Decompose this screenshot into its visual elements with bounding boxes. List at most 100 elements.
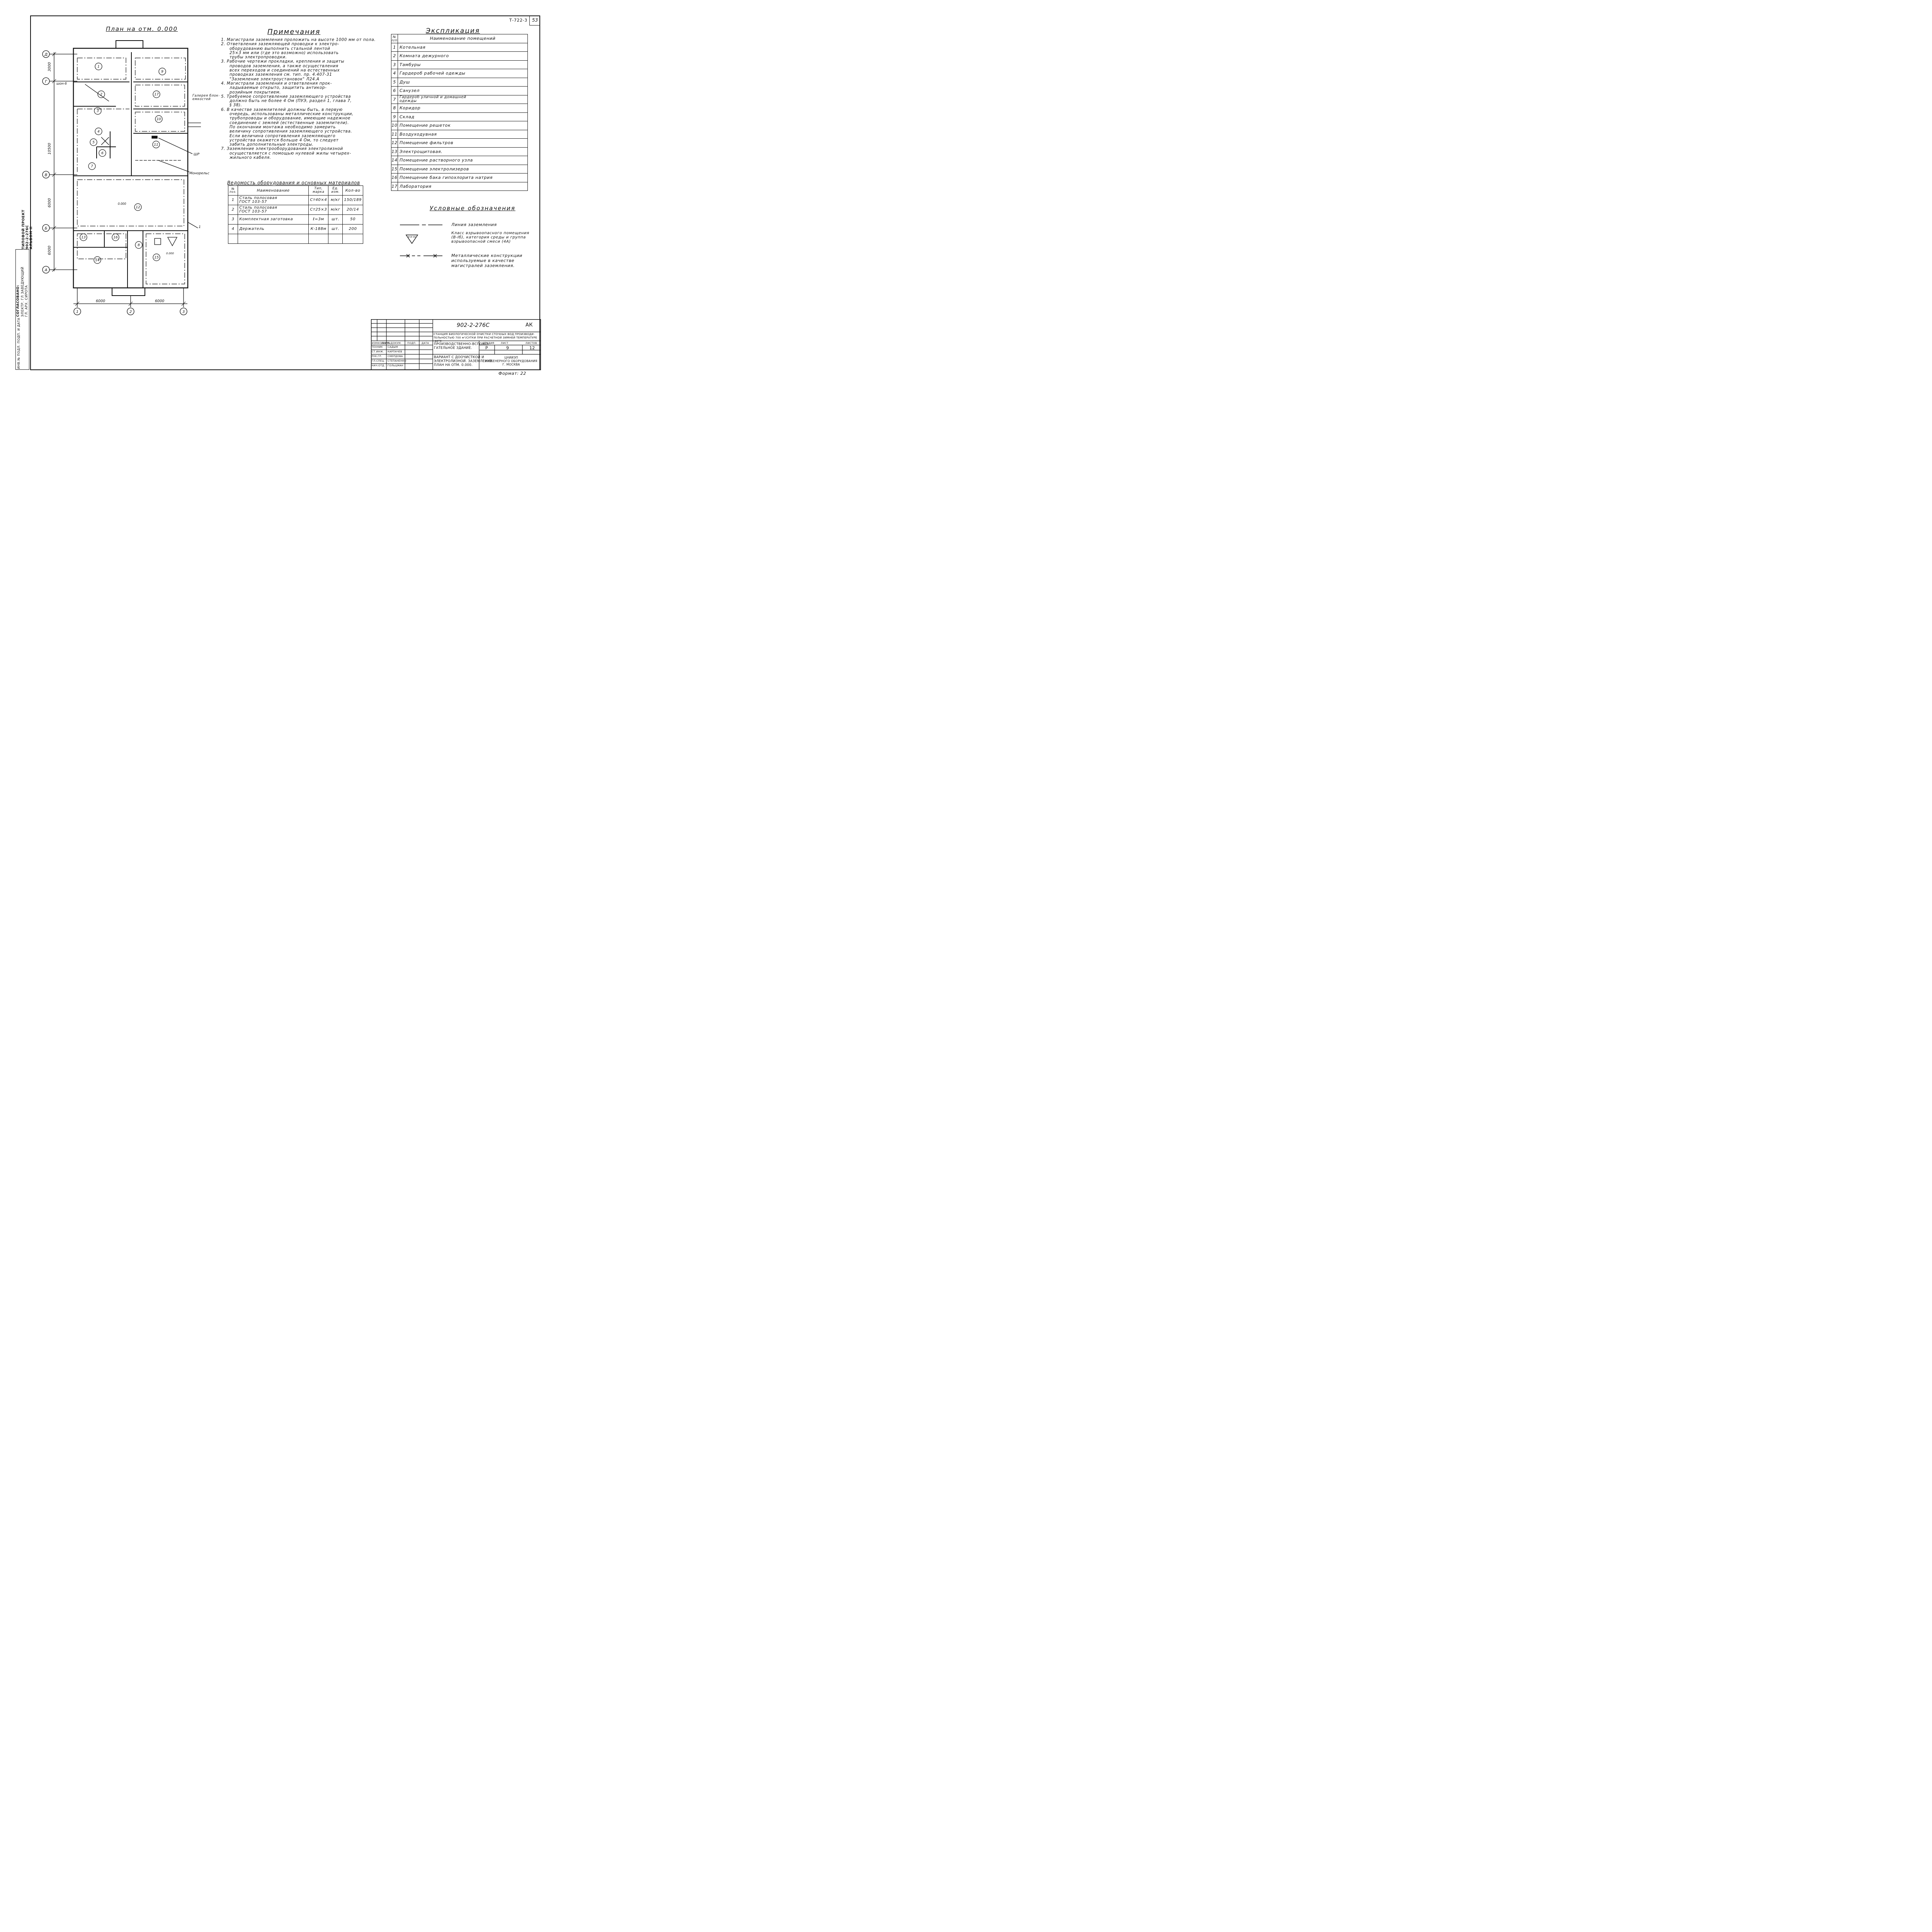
approval-line: ЭЛЕКТР. ГЛ ЗАВЕДУЮЩИЙ bbox=[21, 267, 25, 317]
explication-number: 1 bbox=[391, 43, 398, 52]
explication-number: 16 bbox=[391, 173, 398, 182]
legend-item: Металлические конструкции используемые в… bbox=[451, 253, 522, 268]
sheet-format: Формат: 22 bbox=[498, 371, 526, 376]
tb-head-label: ИЗМ. bbox=[372, 342, 379, 345]
equipment-cell: Ст40×4 bbox=[308, 195, 329, 205]
explication-room-name: Помещение фильтров bbox=[398, 138, 528, 148]
monorail-label: Монорельс bbox=[189, 172, 209, 175]
note-item: 2. Ответвления заземляющей проводки к эл… bbox=[221, 42, 339, 60]
note-item: 6. В качестве заземлителей должны быть, … bbox=[221, 107, 354, 147]
equipment-cell: м/кг bbox=[328, 205, 343, 215]
explication-number: 3 bbox=[391, 60, 398, 69]
room-number: 2 bbox=[100, 93, 102, 97]
equipment-cell bbox=[228, 234, 238, 244]
equipment-cell: 1 bbox=[228, 195, 238, 205]
elevation-mark: 0.000 bbox=[118, 202, 126, 206]
explication-room-name: Гардероб уличной и домашней одежды bbox=[398, 95, 528, 104]
equipment-cell: шт. bbox=[328, 224, 343, 234]
room-number: 1 bbox=[97, 65, 100, 69]
page-number: 53 bbox=[529, 15, 540, 26]
explication-number: 4 bbox=[391, 69, 398, 78]
table-header: № п/п bbox=[391, 34, 398, 43]
equipment-table: № поз. Наименование Тип, марка Ед. изм. … bbox=[228, 185, 363, 244]
explication-room-name: Котельная bbox=[398, 43, 528, 52]
dim-horizontal: 6000 bbox=[96, 299, 105, 303]
room-number: 5 bbox=[92, 141, 95, 145]
title-block-grid bbox=[371, 319, 541, 370]
notes-list: 1. Магистрали заземления проложить на вы… bbox=[221, 37, 388, 160]
approval-box bbox=[15, 249, 29, 370]
explication-number: 7 bbox=[391, 95, 398, 104]
approval-line: ГЛ. АРХ. СИРОТА bbox=[25, 285, 29, 317]
tb-signer-name: КАРПАЧЕВ bbox=[388, 350, 402, 353]
table-header: Наименование помещений bbox=[398, 34, 528, 43]
tb-signer-role: ТЕХНИК bbox=[372, 345, 383, 349]
dim-vertical: 6000 bbox=[48, 246, 52, 255]
room-number: 3 bbox=[97, 109, 99, 113]
axis-label-row: Б bbox=[45, 226, 48, 231]
room-number: 6 bbox=[101, 151, 104, 155]
tb-signer-name: ГОЛЬЦМАН bbox=[388, 364, 403, 367]
equipment-title: Ведомость оборудования и основных матери… bbox=[227, 180, 360, 185]
title-block: ИЗМ. КОЛ.УЧ ЛИСТ №ДОКУМ. ПОДП. ДАТА ТЕХН… bbox=[371, 319, 541, 370]
tb-signer-name: СТЕПАНЕНКО bbox=[388, 359, 406, 362]
explication-number: 5 bbox=[391, 77, 398, 87]
room-number: 9 bbox=[161, 70, 163, 74]
dim-vertical: 10500 bbox=[48, 143, 52, 155]
legend-item: Класс взрывоопасного помещения (В-Iб), к… bbox=[451, 231, 529, 244]
axis-label-row: Г bbox=[45, 80, 48, 84]
explication-room-name: Тамбуры bbox=[398, 60, 528, 69]
explication-number: 2 bbox=[391, 51, 398, 61]
hazard-triangle-icon bbox=[405, 235, 418, 244]
inventory-stamp: ИНВ.№ ПОДЛ. ПОДП. И ДАТА bbox=[17, 318, 20, 369]
tb-sheets: 12 bbox=[529, 345, 535, 350]
note-item: 4. Магистрали заземления и ответвления п… bbox=[221, 81, 332, 95]
table-header: Наименование bbox=[238, 185, 309, 196]
explication-title: Экспликация bbox=[426, 27, 480, 35]
equipment-cell: 20/14 bbox=[342, 205, 363, 215]
explication-room-name: Коридор bbox=[398, 104, 528, 113]
room-number: 17 bbox=[154, 93, 159, 97]
equipment-cell: Сталь полосовая ГОСТ 103-57 bbox=[238, 195, 309, 205]
equipment-cell: м/кг bbox=[328, 195, 343, 205]
equipment-cell: ℓ=3м bbox=[308, 214, 329, 224]
explication-number: 9 bbox=[391, 112, 398, 121]
room-number: 8 bbox=[138, 243, 140, 247]
equipment-cell bbox=[308, 234, 329, 244]
axis-label-col: 2 bbox=[129, 310, 132, 314]
explication-room-name: Гардероб рабочей одежды bbox=[398, 69, 528, 78]
explication-number: 15 bbox=[391, 164, 398, 173]
table-header: Тип, марка bbox=[308, 185, 329, 196]
tb-sheet-desc: ВАРИАНТ С ДООЧИСТКОЙ И ЭЛЕКТРОЛИЗНОЙ. ЗА… bbox=[434, 355, 493, 367]
note-item: 7. Заземление электрооборудования электр… bbox=[221, 146, 351, 160]
equipment-cell: 50 bbox=[342, 214, 363, 224]
explication-room-name: Санузел bbox=[398, 86, 528, 95]
legend-item: Линия заземления bbox=[451, 222, 497, 227]
axis-label-row: В bbox=[45, 173, 48, 177]
note-item: 3. Рабочие чертежи прокладки, крепления … bbox=[221, 59, 345, 82]
equipment-cell: 2 bbox=[228, 205, 238, 215]
tb-signer-role: НАЧ.ОТД. bbox=[372, 364, 385, 367]
tb-head-label: ПОДП. bbox=[407, 342, 417, 345]
notes-title: Примечания bbox=[267, 28, 321, 36]
explication-number: 10 bbox=[391, 121, 398, 130]
explication-number: 12 bbox=[391, 138, 398, 148]
explication-room-name: Помещение электролизеров bbox=[398, 164, 528, 173]
tb-sheet-label: ЛИСТ bbox=[501, 342, 509, 345]
room-number: 11 bbox=[154, 143, 158, 147]
legend-title: Условные обозначения bbox=[430, 205, 515, 212]
equipment-cell: Держатель bbox=[238, 224, 309, 234]
room-number: 16 bbox=[113, 236, 118, 240]
explication-number: 11 bbox=[391, 129, 398, 139]
tb-signer-name: САДЫМ bbox=[388, 345, 398, 349]
explication-number: 14 bbox=[391, 156, 398, 165]
